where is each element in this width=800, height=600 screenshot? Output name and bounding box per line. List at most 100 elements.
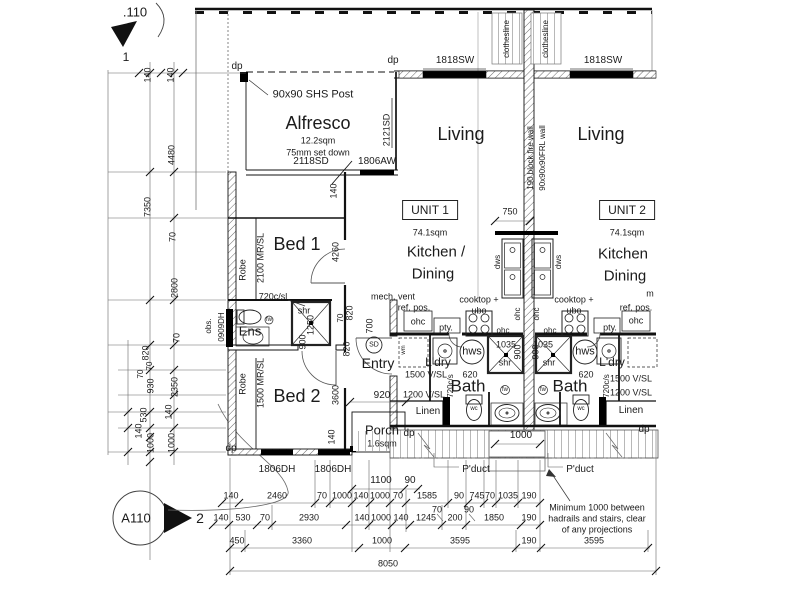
window-label: 1806DH [258,464,296,475]
dim: 4260 [330,241,341,263]
robe-label: Robe [237,373,248,395]
dim: 7350 [142,196,153,218]
ohc-label: ohc [496,326,510,335]
room-label-bed2: Bed 2 [273,386,321,406]
dim: 140 [326,429,337,445]
clothesline-boxes [491,12,562,65]
fridge-position-label: ref. pos. [619,302,653,313]
window-label: 1818SW [435,55,475,66]
room-label-ens: Ens [238,323,262,339]
window-label: 1806DH [314,464,352,475]
dim: 700 [364,318,375,334]
room-label-living-1: Living [437,124,485,144]
dim: 3360 [291,535,313,546]
shower-label: shr [498,357,512,368]
linen-label: Linen [618,405,644,416]
boundary-and-fence [195,7,653,302]
room-label-dining-1: Dining [411,265,455,283]
washing-machine-label: wm [401,345,407,355]
ohc-label: ohc [543,326,557,335]
hot-water-label: hws [462,345,482,358]
dim: 70 [171,332,182,344]
dim: 190 [521,490,537,501]
pantry-label: pty. [439,322,453,333]
dim: 90 [404,475,416,486]
stair-note-line-3: of any projections [561,524,633,535]
dim: 70 [316,490,328,501]
dim: 140 [223,490,239,501]
clothesline-label: clothesline [502,20,511,58]
window-label: 1806AW [358,156,396,167]
dim: 1000 [145,432,156,454]
alfresco-note: 75mm set down [286,147,350,158]
dim: 820 [344,305,355,321]
smoke-detector-label: SD [369,341,379,349]
robe-label: Robe [237,259,248,281]
pduct-label: P'duct [566,464,594,475]
dim: 70 [136,369,145,379]
robe-door-label: 1500 MR/SL [255,357,266,409]
room-label-laundry-1: L'dry [425,355,451,369]
dim: 90 [463,504,475,515]
dim: 900 [512,344,523,360]
dim: 2930 [298,512,320,523]
dim: 140 [163,404,174,420]
dim: 70 [484,490,496,501]
downpipe-label: dp [231,61,243,72]
room-area-porch: 1.6sqm [367,438,397,449]
dim: 1000 [370,512,392,523]
dim: 200 [447,512,463,523]
dim: 450 [229,535,245,546]
room-label-kitchen-2: Kitchen [597,245,649,263]
downpipe-label: dp [638,424,650,435]
unit-1-label: UNIT 1 [402,200,458,220]
downpipe-label: dp [387,55,399,66]
window-label: 1500 V/SL [609,373,653,384]
dim: 140 [353,490,369,501]
downpipe-label: dp [403,428,415,439]
hot-water-label: hws [575,345,595,358]
window-label: 0909DH [217,312,226,342]
dim: 930 [145,378,156,394]
dim: 820 [341,341,352,357]
dim: 2460 [266,490,288,501]
dim: 70 [431,504,443,515]
dim: 1035 [497,490,519,501]
ohc-label: ohc [410,316,426,327]
room-label-bath-1: Bath [450,376,486,396]
dim: 920 [373,390,391,401]
section-marker-2-number: 2 [196,510,204,526]
windows [226,68,633,455]
pduct-label: P'duct [462,464,490,475]
shower-label: shr [542,357,556,368]
dim: 2800 [169,277,180,299]
dim: 1000 [509,430,533,441]
dim: 1035 [532,339,554,350]
dim: 1000 [166,432,177,454]
dim: 70 [145,361,154,371]
wc-label: wc [470,406,478,412]
room-label-porch: Porch [365,422,399,438]
stair-note-line-2: hadrails and stairs, clear [548,513,646,524]
linen-label: Linen [415,406,441,417]
dim: 140 [354,512,370,523]
dim: 1250 [305,314,316,336]
fixtures [235,300,658,426]
pantry-label: pty. [603,322,617,333]
dim: 70 [167,231,178,243]
dim: 190 [521,512,537,523]
dim: 900 [530,344,541,360]
dim: 70 [259,512,271,523]
room-label-dining-2: Dining [603,267,647,285]
dim: 140 [133,423,144,439]
unit-2-area: 74.1sqm [609,227,645,238]
door-label: 720c/sl [258,291,288,302]
dim: 1000 [369,490,391,501]
floor-waste-label: fw [540,387,546,393]
room-label-entry: Entry [361,355,395,371]
kitchen-fixtures [403,231,651,337]
dim: 90 [453,490,465,501]
wc-label: wc [577,406,585,412]
dim: 820 [140,345,151,361]
